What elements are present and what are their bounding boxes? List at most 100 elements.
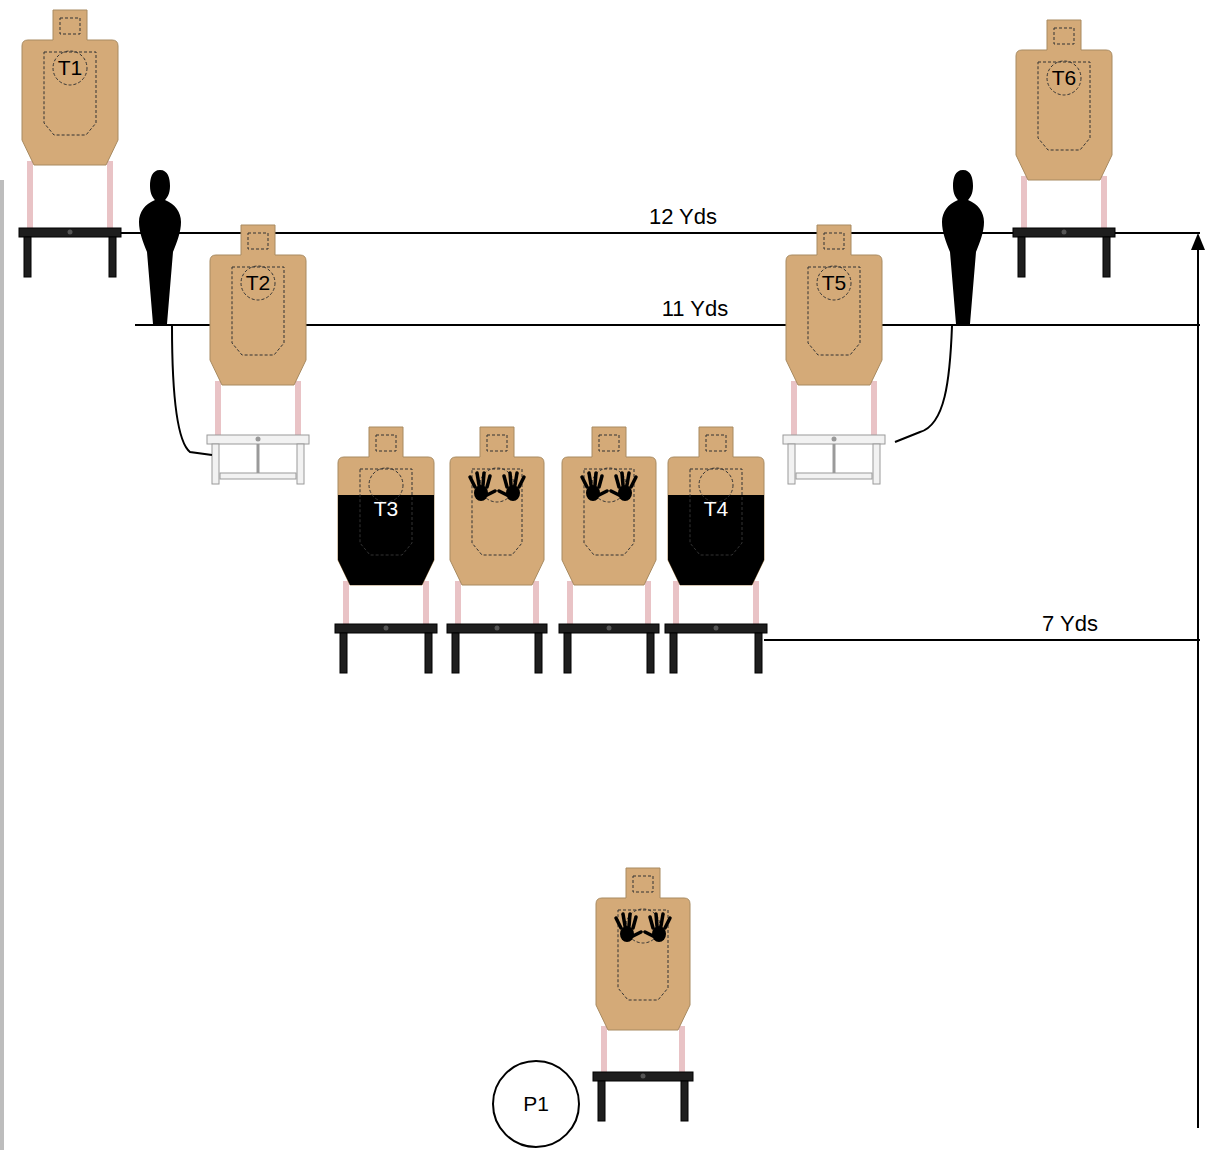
thumb — [599, 491, 607, 495]
stand-post — [1021, 176, 1027, 228]
scoring-zone — [699, 468, 733, 502]
node-outline — [786, 225, 882, 385]
shoot-target: T4 — [668, 427, 764, 585]
finger — [622, 473, 623, 485]
finger — [599, 476, 602, 487]
finger — [589, 473, 591, 485]
stand-bar — [447, 624, 547, 633]
stand-post — [567, 581, 573, 624]
stand-bolt — [714, 626, 719, 631]
hand-print — [611, 473, 636, 501]
stand-leg — [598, 1081, 605, 1121]
hand-print — [582, 473, 607, 501]
target-label: T3 — [374, 497, 399, 520]
scoring-zone — [690, 469, 742, 555]
stand-bolt — [607, 626, 612, 631]
thumb — [499, 491, 507, 495]
finger — [665, 918, 670, 928]
no-shoot-target — [596, 868, 690, 1030]
stand-bolt — [832, 437, 837, 442]
target-label: T6 — [1052, 66, 1077, 89]
stand-leg — [109, 237, 116, 277]
no-shoot-target — [450, 427, 544, 585]
finger — [519, 477, 524, 487]
arrow-head — [1191, 233, 1205, 250]
scoring-zone — [60, 18, 80, 34]
finger — [616, 476, 619, 487]
node-outline — [22, 10, 118, 165]
swinger-arm — [796, 473, 872, 479]
swinger-pivot — [257, 444, 260, 475]
finger — [627, 473, 629, 485]
stand-bar — [1013, 228, 1115, 237]
target-paper — [596, 868, 690, 1030]
stand-bar — [207, 435, 309, 444]
stand-post — [601, 1026, 607, 1072]
scoring-zone — [633, 876, 653, 892]
distance-line — [764, 639, 1200, 641]
distance-label: 7 Yds — [1040, 612, 1100, 636]
stand-leg — [873, 444, 880, 484]
scoring-zone — [1047, 61, 1081, 95]
stand-leg — [647, 633, 654, 673]
stand-leg — [452, 633, 459, 673]
stand-bar — [559, 624, 659, 633]
target-paper — [22, 10, 118, 165]
shoot-target: T6 — [1016, 20, 1112, 180]
stand-bolt — [68, 230, 73, 235]
target-paper — [786, 225, 882, 385]
scoring-zone — [599, 435, 619, 451]
scoring-zone — [706, 435, 726, 451]
stand-leg — [788, 444, 795, 484]
finger — [595, 473, 596, 485]
finger — [656, 914, 657, 926]
stand-leg — [212, 444, 219, 484]
stand-bolt — [256, 437, 261, 442]
hard-cover — [338, 495, 434, 653]
hand-print — [470, 473, 495, 501]
stand-leg — [755, 633, 762, 673]
scoring-zone — [248, 233, 268, 249]
finger — [661, 914, 663, 926]
stand-post — [215, 381, 221, 435]
scoring-zone — [44, 52, 96, 135]
scoring-zone — [360, 469, 412, 555]
target-label: T5 — [822, 271, 847, 294]
finger — [650, 917, 653, 928]
thumb — [633, 932, 641, 936]
scoring-zone — [1038, 62, 1090, 150]
finger — [483, 473, 484, 485]
stand-bar — [593, 1072, 693, 1081]
finger — [633, 917, 636, 928]
stand-leg — [425, 633, 432, 673]
stand-post — [295, 381, 301, 435]
hand-print — [616, 914, 641, 942]
stand-post — [871, 381, 877, 435]
swinger-pivot — [833, 444, 836, 475]
position-circle-outline — [493, 1061, 579, 1147]
target-label: T4 — [704, 497, 729, 520]
distance-label: 12 Yds — [647, 205, 719, 229]
target-paper — [210, 225, 306, 385]
scoring-zone — [53, 51, 87, 85]
hand-print — [499, 473, 524, 501]
finger — [582, 477, 587, 487]
stand-leg — [24, 237, 31, 277]
stand-bar — [665, 624, 767, 633]
finger — [623, 914, 625, 926]
hard-cover — [668, 495, 764, 653]
stand-bolt — [1062, 230, 1067, 235]
stand-bolt — [641, 1074, 646, 1079]
popper-silhouette — [139, 170, 181, 324]
target-paper — [562, 427, 656, 585]
node-outline — [1016, 20, 1112, 180]
stand-post — [1101, 176, 1107, 228]
finger — [631, 477, 636, 487]
scoring-zone — [1054, 28, 1074, 44]
shoot-target: T2 — [210, 225, 306, 385]
node-outline — [210, 225, 306, 385]
stand-post — [343, 581, 349, 624]
stand-leg — [670, 633, 677, 673]
finger — [470, 477, 475, 487]
shoot-target: T3 — [338, 427, 434, 585]
